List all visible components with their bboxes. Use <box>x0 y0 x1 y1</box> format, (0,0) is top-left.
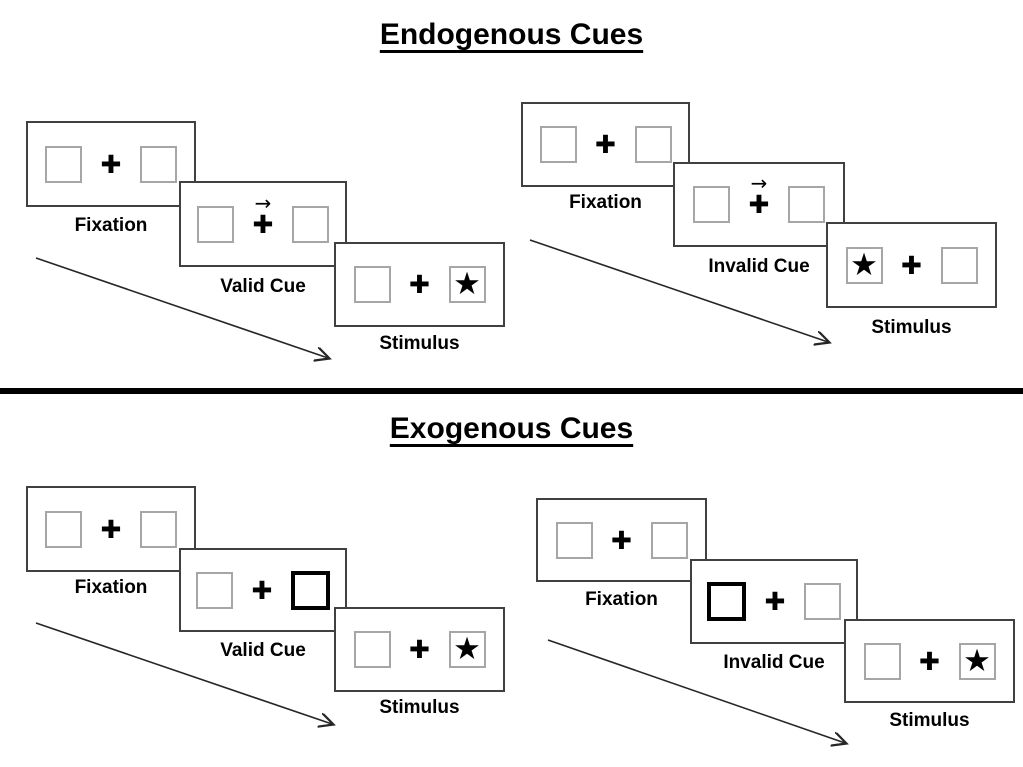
target-star-icon: ★ <box>850 246 878 283</box>
valid-cue-card: → ✚ <box>179 181 347 267</box>
fixation-cross-wrap: ✚ <box>916 649 944 674</box>
right-box <box>788 186 825 223</box>
right-box: ★ <box>958 642 996 680</box>
left-box-highlighted <box>707 582 746 621</box>
fixation-cross-icon: ✚ <box>611 525 632 555</box>
fixation-cross-wrap: ✚ <box>608 528 636 553</box>
display-row: ✚ <box>196 570 330 610</box>
right-box: ★ <box>448 266 486 303</box>
left-box <box>197 205 234 243</box>
sequence-arrow <box>35 622 340 732</box>
display-row: ✚ ★ <box>353 631 486 668</box>
fixation-cross-wrap: ✚ <box>406 637 434 662</box>
fixation-cross-wrap: ✚ <box>761 589 789 614</box>
display-row: ✚ <box>45 145 177 183</box>
fixation-cross-icon: ✚ <box>100 149 122 179</box>
cue-arrow-icon: → <box>750 171 768 195</box>
fixation-cross-icon: ✚ <box>901 250 922 280</box>
left-box <box>353 631 391 668</box>
right-box-highlighted <box>291 570 330 610</box>
cue-arrow-icon: → <box>254 190 272 215</box>
stimulus-card: ✚ ★ <box>334 607 505 692</box>
fixation-card: ✚ <box>521 102 690 187</box>
fixation-cross-icon: ✚ <box>595 130 616 159</box>
fixation-card: ✚ <box>26 121 196 207</box>
display-row: ✚ ★ <box>353 266 486 303</box>
sequence-arrow <box>529 239 836 350</box>
left-box <box>555 521 593 559</box>
step-label-fixation: Fixation <box>74 577 148 598</box>
display-row: ✚ ★ <box>863 642 996 680</box>
fixation-cross-wrap: ✚ <box>406 272 434 297</box>
display-row: ✚ <box>555 521 688 559</box>
left-box <box>539 126 577 163</box>
target-star-icon: ★ <box>453 266 481 302</box>
invalid-cue-card: → ✚ <box>673 162 845 247</box>
left-box <box>45 145 82 183</box>
display-row: → ✚ <box>197 193 329 243</box>
valid-cue-card: ✚ <box>179 548 347 632</box>
stimulus-card: ✚ ★ <box>334 242 505 327</box>
sequence-arrow <box>547 639 854 752</box>
step-label-fixation: Fixation <box>569 192 642 213</box>
left-box <box>353 266 391 303</box>
step-label-stimulus: Stimulus <box>871 317 952 338</box>
left-box <box>45 510 82 548</box>
fixation-card: ✚ <box>26 486 196 572</box>
fixation-cross-icon: ✚ <box>919 646 940 676</box>
display-row: ✚ <box>707 582 841 621</box>
endogenous-section-title: Endogenous Cues <box>0 18 1023 52</box>
fixation-cross-wrap: ✚ <box>898 253 926 278</box>
fixation-cross-icon: ✚ <box>252 209 274 239</box>
fixation-cross-wrap: ✚ <box>248 578 276 603</box>
target-star-icon: ★ <box>963 642 991 679</box>
right-box <box>804 583 841 620</box>
sequence-arrow <box>35 257 340 368</box>
step-label-stimulus: Stimulus <box>379 333 460 354</box>
fixation-cross-icon: ✚ <box>764 587 786 616</box>
display-row: ✚ <box>45 510 177 548</box>
right-box <box>140 510 177 548</box>
left-box: ★ <box>845 246 883 284</box>
step-label-stimulus: Stimulus <box>889 710 970 731</box>
step-label-valid-cue: Valid Cue <box>220 276 306 297</box>
left-box <box>693 186 730 223</box>
stimulus-card: ★ ✚ <box>826 222 997 308</box>
left-box <box>196 571 233 609</box>
exogenous-title-text: Exogenous Cues <box>389 412 634 445</box>
fixation-cross-wrap: ✚ <box>97 152 125 177</box>
step-label-valid-cue: Valid Cue <box>220 640 306 661</box>
right-box <box>140 145 177 183</box>
fixation-cross-wrap: ✚ <box>97 517 125 542</box>
right-box <box>940 246 978 284</box>
fixation-cross-icon: ✚ <box>100 514 122 544</box>
exogenous-section-title: Exogenous Cues <box>0 412 1023 446</box>
display-row: ★ ✚ <box>845 246 978 284</box>
step-label-fixation: Fixation <box>74 215 148 236</box>
step-label-invalid-cue: Invalid Cue <box>723 652 825 673</box>
fixation-cross-wrap: → ✚ <box>249 193 277 239</box>
fixation-cross-icon: ✚ <box>748 190 770 219</box>
step-label-invalid-cue: Invalid Cue <box>708 256 810 277</box>
display-row: ✚ <box>539 126 672 163</box>
step-label-stimulus: Stimulus <box>379 697 460 718</box>
step-label-fixation: Fixation <box>585 589 658 610</box>
fixation-cross-icon: ✚ <box>409 270 430 299</box>
fixation-card: ✚ <box>536 498 707 582</box>
right-box <box>292 205 329 243</box>
fixation-cross-icon: ✚ <box>251 575 273 605</box>
left-box <box>863 642 901 680</box>
fixation-cross-wrap: ✚ <box>592 132 620 157</box>
right-box: ★ <box>448 631 486 668</box>
fixation-cross-icon: ✚ <box>409 635 430 664</box>
right-box <box>634 126 672 163</box>
stimulus-card: ✚ ★ <box>844 619 1015 703</box>
right-box <box>650 521 688 559</box>
section-divider <box>0 388 1023 394</box>
endogenous-title-text: Endogenous Cues <box>379 18 644 51</box>
invalid-cue-card: ✚ <box>690 559 858 644</box>
fixation-cross-wrap: → ✚ <box>745 173 773 219</box>
display-row: → ✚ <box>693 173 825 223</box>
target-star-icon: ★ <box>453 631 481 667</box>
